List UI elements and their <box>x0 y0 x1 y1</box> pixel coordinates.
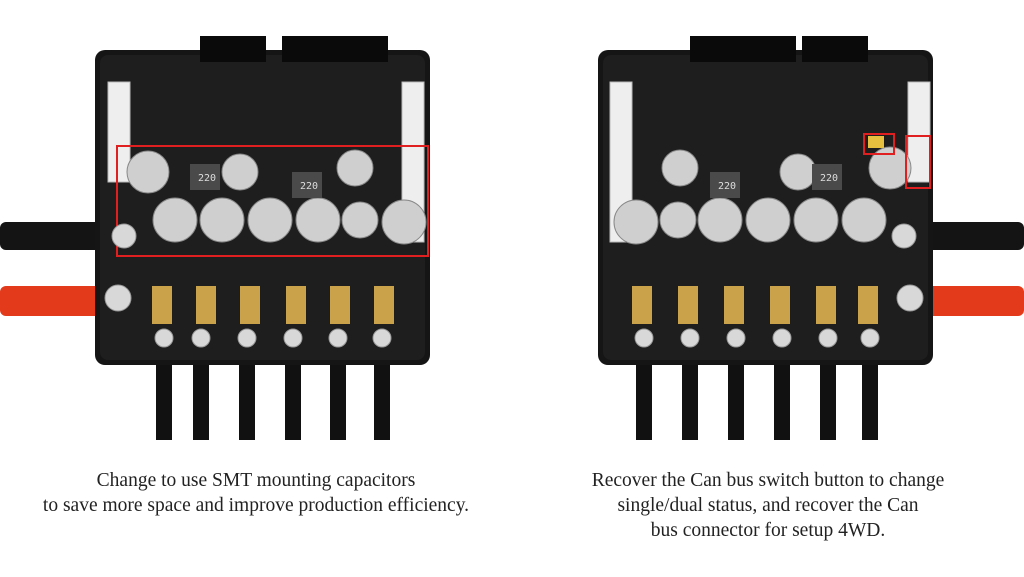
highlight-box <box>116 145 429 257</box>
caption-line: to save more space and improve productio… <box>42 495 470 516</box>
inductor <box>812 164 842 190</box>
caption: Change to use SMT mounting capacitors to… <box>0 468 512 518</box>
left-connector <box>107 81 131 183</box>
caption-line: bus connector for setup 4WD. <box>650 520 886 541</box>
pin-headers <box>690 36 868 62</box>
black-power-wire <box>0 222 120 250</box>
inductor-label: 220 <box>198 173 216 184</box>
caption: Recover the Can bus switch button to cha… <box>512 468 1024 543</box>
caption-line: Change to use SMT mounting capacitors <box>96 470 416 491</box>
red-power-wire <box>912 286 1024 316</box>
inductor <box>190 164 220 190</box>
mosfet-pads <box>152 286 394 324</box>
highlight-box-connector <box>905 135 931 189</box>
inductor-label: 220 <box>300 181 318 192</box>
solder-joints <box>634 223 924 348</box>
can-bus-connector <box>907 81 931 183</box>
inductor <box>710 172 740 198</box>
red-power-wire <box>0 286 112 316</box>
highlight-box-switch <box>863 133 895 155</box>
left-panel: 220 220 Change to use SMT mounting capac… <box>0 36 512 518</box>
right-panel: 220 220 Recover the Can bus switch butto… <box>512 0 1024 577</box>
inductor-label: 220 <box>718 181 736 192</box>
pin-headers <box>200 36 388 62</box>
inductor <box>292 172 322 198</box>
caption-line: single/dual status, and recover the Can <box>617 495 919 516</box>
black-power-wire <box>904 222 1024 250</box>
esc-board-photo-smt: 220 220 <box>0 36 430 440</box>
esc-board-photo-canbus: 220 220 <box>598 36 1024 440</box>
caption-line: Recover the Can bus switch button to cha… <box>591 470 945 491</box>
can-bus-switch <box>868 136 884 148</box>
solder-joints <box>104 223 392 348</box>
capacitors <box>126 149 427 245</box>
inductor-label: 220 <box>820 173 838 184</box>
mosfet-pads <box>632 286 878 324</box>
